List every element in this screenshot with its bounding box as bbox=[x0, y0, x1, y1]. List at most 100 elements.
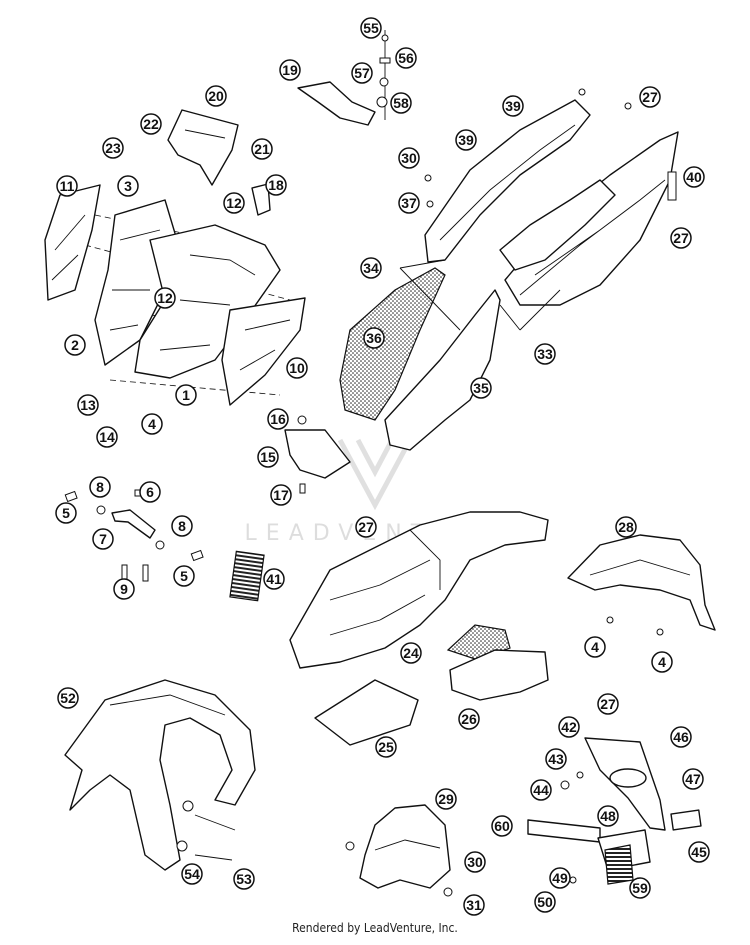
callout-48-label: 48 bbox=[600, 808, 616, 824]
license-bracket-assembly bbox=[527, 737, 702, 885]
callout-20-label: 20 bbox=[208, 88, 224, 104]
callout-55-label: 55 bbox=[363, 20, 379, 36]
callout-33: 33 bbox=[534, 343, 556, 365]
callout-43: 43 bbox=[545, 748, 567, 770]
callout-59: 59 bbox=[629, 877, 651, 899]
callout-40: 40 bbox=[683, 166, 705, 188]
callout-49-label: 49 bbox=[552, 870, 568, 886]
callout-59-label: 59 bbox=[632, 880, 648, 896]
callout-47-label: 47 bbox=[685, 771, 701, 787]
callout-54: 54 bbox=[181, 863, 203, 885]
part-29-windscreen bbox=[359, 804, 451, 889]
callout-50-label: 50 bbox=[537, 894, 553, 910]
callout-19: 19 bbox=[279, 59, 301, 81]
tail-bracket-assembly bbox=[567, 534, 716, 636]
part-35-shroud bbox=[384, 289, 501, 451]
callout-22-label: 22 bbox=[143, 116, 159, 132]
callout-21: 21 bbox=[251, 138, 273, 160]
callout-50: 50 bbox=[534, 891, 556, 913]
callout-26: 26 bbox=[458, 708, 480, 730]
callout-30a-label: 30 bbox=[401, 150, 417, 166]
part-18-bracket bbox=[251, 183, 271, 216]
callout-57-label: 57 bbox=[354, 65, 370, 81]
callout-7: 7 bbox=[92, 528, 114, 550]
front-fairing-assembly bbox=[44, 109, 306, 406]
callout-10-label: 10 bbox=[289, 360, 305, 376]
callout-41-label: 41 bbox=[266, 571, 282, 587]
callout-49: 49 bbox=[549, 867, 571, 889]
callout-39a-label: 39 bbox=[505, 98, 521, 114]
callout-2: 2 bbox=[64, 334, 86, 356]
part-10-lower-fairing bbox=[221, 297, 306, 406]
callout-5b: 5 bbox=[173, 565, 195, 587]
callout-4a-label: 4 bbox=[148, 416, 156, 432]
callout-25-label: 25 bbox=[378, 739, 394, 755]
callout-41: 41 bbox=[263, 568, 285, 590]
callout-17: 17 bbox=[270, 484, 292, 506]
callout-6-label: 6 bbox=[146, 484, 154, 500]
callout-20: 20 bbox=[205, 85, 227, 107]
part-28-tail-bracket bbox=[567, 534, 716, 631]
callout-9: 9 bbox=[113, 578, 135, 600]
front-fender-assembly bbox=[64, 679, 256, 871]
callout-52-label: 52 bbox=[60, 690, 76, 706]
callout-23-label: 23 bbox=[105, 140, 121, 156]
callout-45-label: 45 bbox=[691, 844, 707, 860]
callout-8a-label: 8 bbox=[96, 479, 104, 495]
callout-45: 45 bbox=[688, 841, 710, 863]
callout-39b-label: 39 bbox=[458, 132, 474, 148]
callout-24: 24 bbox=[400, 642, 422, 664]
callout-37: 37 bbox=[398, 192, 420, 214]
callout-13: 13 bbox=[77, 394, 99, 416]
callout-1: 1 bbox=[175, 384, 197, 406]
callout-31-label: 31 bbox=[466, 897, 482, 913]
callout-30a: 30 bbox=[398, 147, 420, 169]
callout-12a-label: 12 bbox=[226, 195, 242, 211]
callout-5b-label: 5 bbox=[180, 568, 188, 584]
part-60-bar bbox=[527, 819, 601, 843]
callout-4b: 4 bbox=[584, 636, 606, 658]
part-15-bracket bbox=[284, 429, 351, 479]
footer-credit: Rendered by LeadVenture, Inc. bbox=[292, 921, 458, 935]
callout-56: 56 bbox=[395, 47, 417, 69]
part-34-tank-inner bbox=[499, 179, 616, 271]
callout-58-label: 58 bbox=[393, 95, 409, 111]
callout-57: 57 bbox=[351, 62, 373, 84]
callout-27c: 27 bbox=[355, 516, 377, 538]
callout-53: 53 bbox=[233, 868, 255, 890]
callout-8a: 8 bbox=[89, 476, 111, 498]
callout-46: 46 bbox=[670, 726, 692, 748]
callout-47: 47 bbox=[682, 768, 704, 790]
callout-27d-label: 27 bbox=[600, 696, 616, 712]
callout-16: 16 bbox=[267, 408, 289, 430]
callout-58: 58 bbox=[390, 92, 412, 114]
callout-42-label: 42 bbox=[561, 719, 577, 735]
callout-34: 34 bbox=[360, 257, 382, 279]
callout-27a: 27 bbox=[639, 86, 661, 108]
callout-42: 42 bbox=[558, 716, 580, 738]
callout-13-label: 13 bbox=[80, 397, 96, 413]
callout-35-label: 35 bbox=[473, 380, 489, 396]
callout-30b-label: 30 bbox=[467, 854, 483, 870]
callout-53-label: 53 bbox=[236, 871, 252, 887]
callout-22: 22 bbox=[140, 113, 162, 135]
callout-44-label: 44 bbox=[533, 782, 549, 798]
callout-21-label: 21 bbox=[254, 141, 270, 157]
callout-27c-label: 27 bbox=[358, 519, 374, 535]
callout-15: 15 bbox=[257, 446, 279, 468]
callout-9-label: 9 bbox=[120, 581, 128, 597]
small-parts bbox=[64, 415, 351, 602]
callout-7-label: 7 bbox=[99, 531, 107, 547]
callout-28-label: 28 bbox=[618, 519, 634, 535]
callout-36: 36 bbox=[363, 327, 385, 349]
callout-31: 31 bbox=[463, 894, 485, 916]
callout-36-label: 36 bbox=[366, 330, 382, 346]
callout-29-label: 29 bbox=[438, 791, 454, 807]
callout-4b-label: 4 bbox=[591, 639, 599, 655]
callout-12a: 12 bbox=[223, 192, 245, 214]
callout-3: 3 bbox=[117, 175, 139, 197]
callout-3-label: 3 bbox=[124, 178, 132, 194]
callout-25: 25 bbox=[375, 736, 397, 758]
part-36-grip-pad bbox=[339, 267, 446, 421]
callout-40-label: 40 bbox=[686, 169, 702, 185]
